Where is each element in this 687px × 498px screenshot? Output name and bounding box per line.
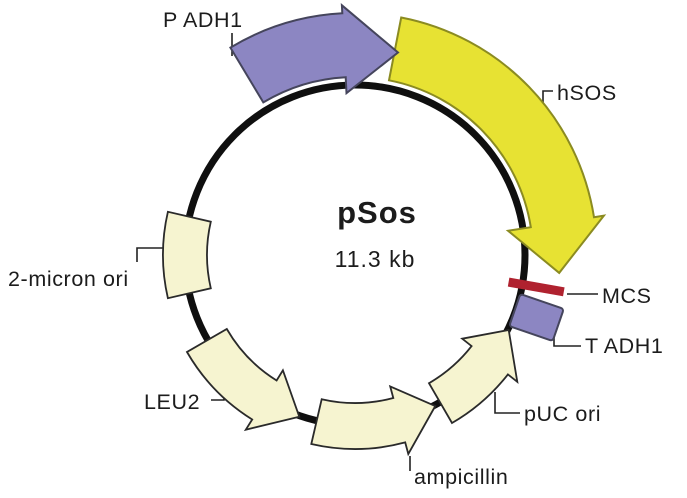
puc-ori-arrow	[427, 328, 519, 425]
puc-ori-tick	[494, 392, 520, 414]
ampicillin-label: ampicillin	[414, 465, 508, 489]
hsos-label: hSOS	[557, 81, 617, 105]
p-adh1-arrow	[229, 3, 400, 104]
p-adh1-label: P ADH1	[163, 8, 243, 32]
puc-ori-label: pUC ori	[524, 402, 601, 426]
plasmid-name: pSos	[337, 195, 417, 230]
plasmid-size: 11.3 kb	[335, 246, 416, 272]
t-adh1-box	[509, 293, 564, 342]
leu2-label: LEU2	[144, 390, 200, 414]
two-micron-ori-tick	[136, 247, 166, 262]
t-adh1-label: T ADH1	[585, 334, 663, 358]
mcs-label: MCS	[602, 284, 652, 308]
two-micron-ori-label: 2-micron ori	[8, 267, 129, 291]
hsos-arrow	[387, 16, 607, 275]
mcs-bar	[507, 277, 565, 297]
ampicillin-arrow	[310, 384, 437, 457]
two-micron-ori-segment	[162, 210, 212, 300]
leu2-arrow	[185, 327, 301, 432]
t-adh1-tick	[553, 334, 581, 347]
